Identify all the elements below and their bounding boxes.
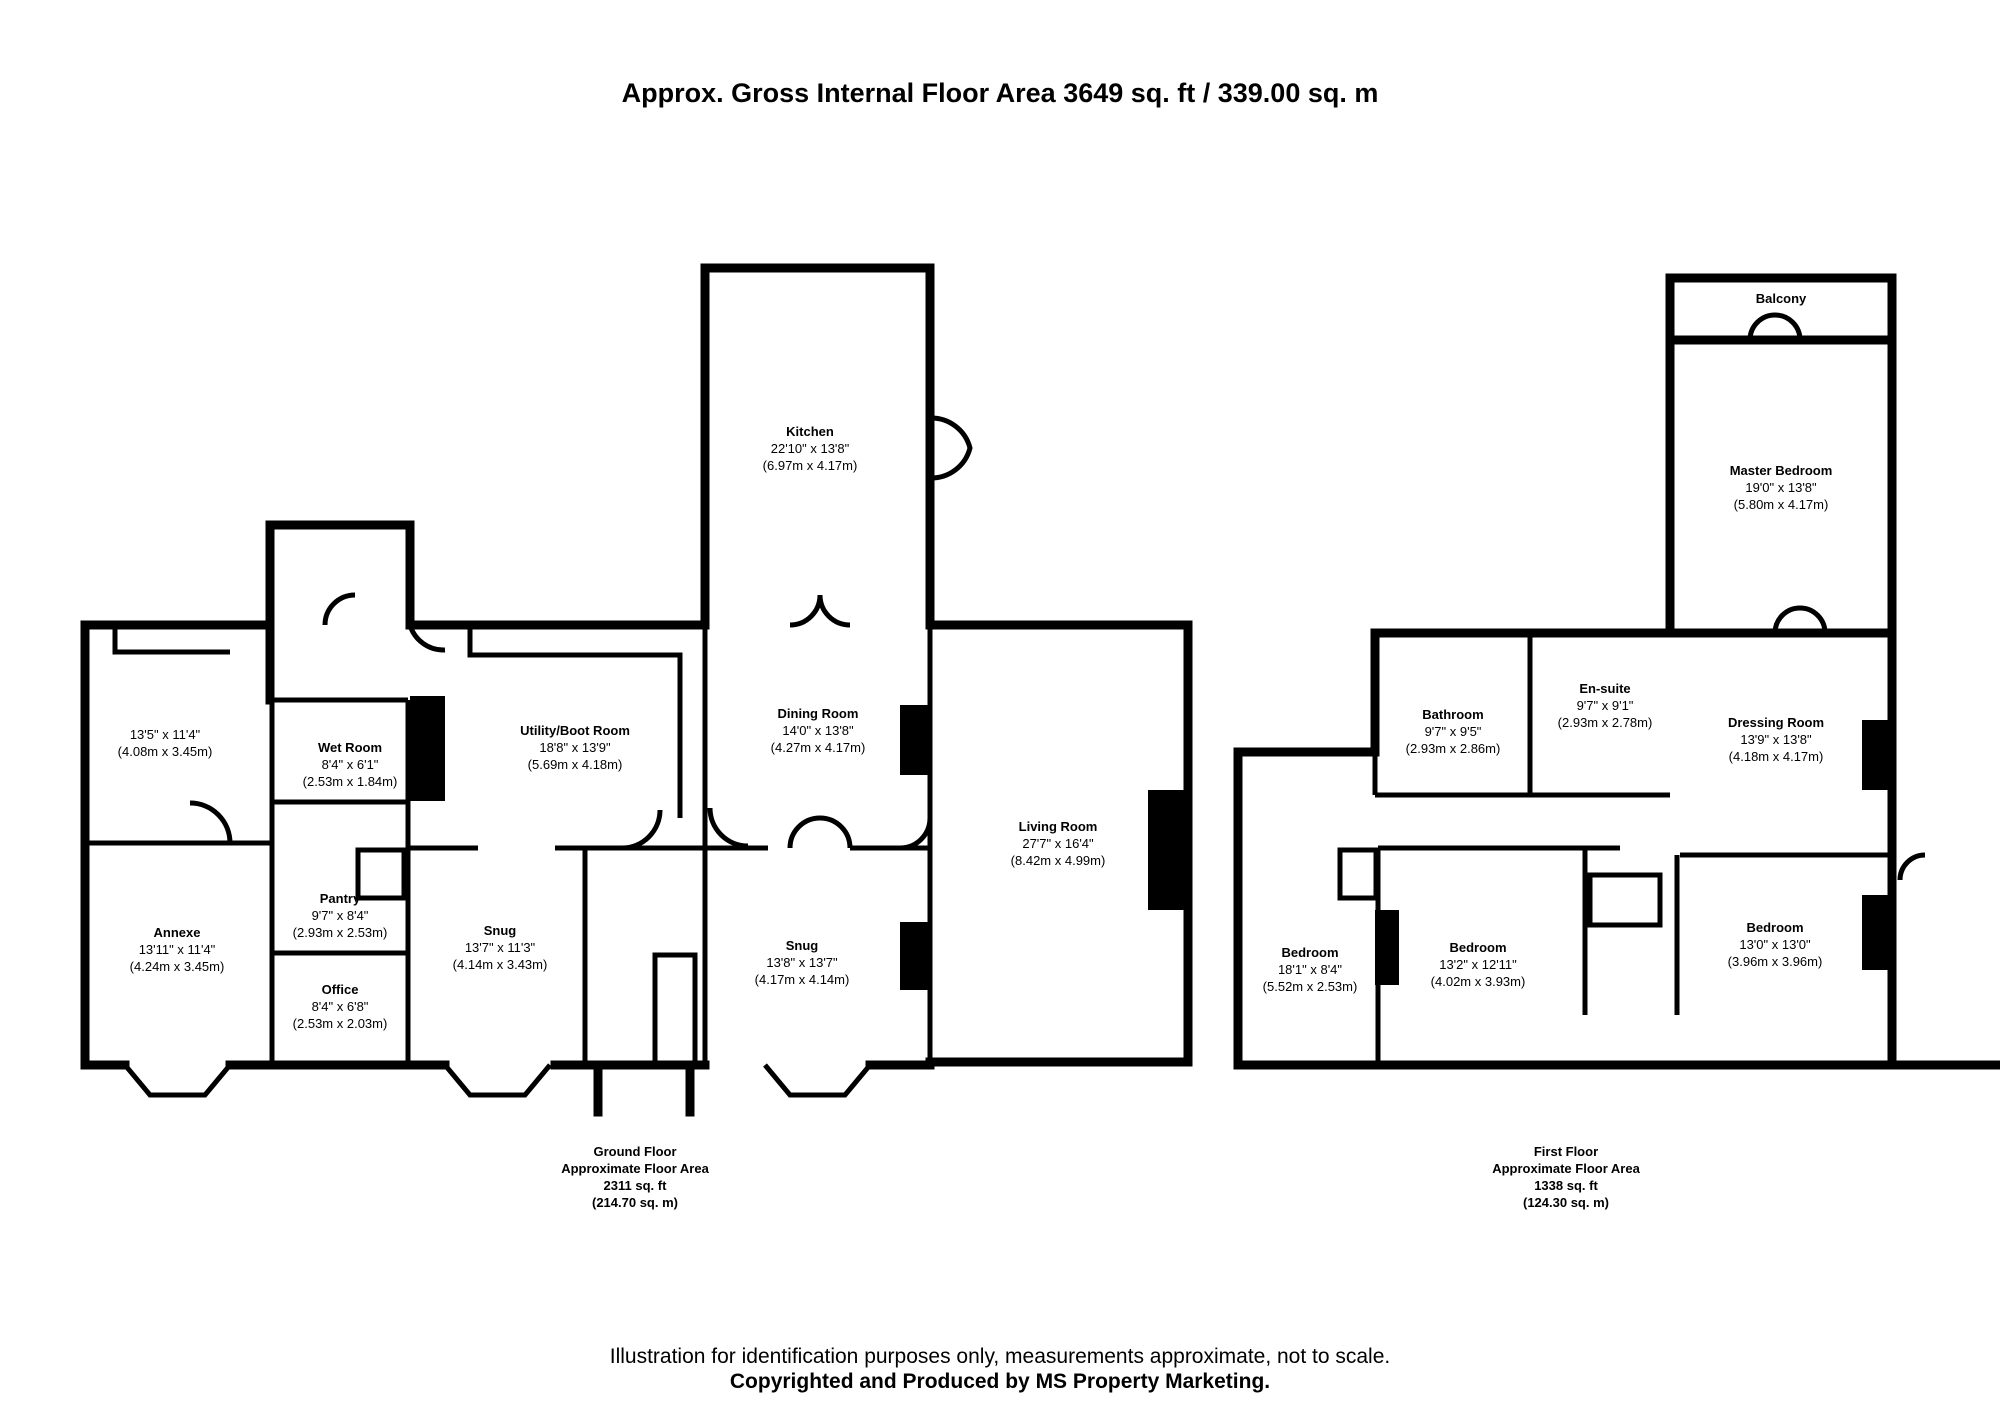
room-bedroom-3: Bedroom 13'0" x 13'0" (3.96m x 3.96m) (1728, 919, 1823, 970)
room-dim-imperial: 18'1" x 8'4" (1277, 962, 1343, 977)
room-dim-metric: (2.53m x 1.84m) (302, 774, 398, 789)
room-dim-imperial: 18'8" x 13'9" (539, 740, 611, 755)
room-master-bedroom: Master Bedroom 19'0" x 13'8" (5.80m x 4.… (1730, 462, 1833, 513)
room-dim-metric: (2.93m x 2.86m) (1405, 741, 1501, 756)
balcony-label: Balcony (1755, 291, 1807, 306)
room-dim-metric: (5.69m x 4.18m) (527, 757, 623, 772)
room-dim-metric: (4.24m x 3.45m) (129, 959, 225, 974)
room-dim-imperial: 9'7" x 9'1" (1576, 698, 1634, 713)
room-dim-imperial: 13'8" x 13'7" (766, 955, 838, 970)
room-ensuite: En-suite 9'7" x 9'1" (2.93m x 2.78m) (1558, 680, 1653, 731)
room-snug-2: Snug 13'8" x 13'7" (4.17m x 4.14m) (755, 937, 850, 988)
room-dressing: Dressing Room 13'9" x 13'8" (4.18m x 4.1… (1728, 714, 1824, 765)
room-name: Snug (483, 923, 517, 938)
room-pantry: Pantry 9'7" x 8'4" (2.93m x 2.53m) (293, 890, 388, 941)
gf-outer-wall-left (80, 620, 130, 1070)
room-name: Annexe (153, 925, 201, 940)
room-dim-metric: (4.18m x 4.17m) (1728, 749, 1824, 764)
room-dim-imperial: 13'5" x 11'4" (129, 727, 201, 742)
room-name: Dining Room (777, 706, 859, 721)
room-dim-imperial: 14'0" x 13'8" (782, 723, 854, 738)
gf-porch (265, 520, 415, 630)
room-dim-metric: (2.93m x 2.78m) (1557, 715, 1653, 730)
room-dim-metric: (4.27m x 4.17m) (770, 740, 866, 755)
room-wet-room: Wet Room 8'4" x 6'1" (2.53m x 1.84m) (303, 739, 398, 790)
room-name: Wet Room (317, 740, 383, 755)
room-annexe: Annexe 13'11" x 11'4" (4.24m x 3.45m) (130, 924, 225, 975)
ground-floor-line2: Approximate Floor Area (561, 1161, 709, 1176)
room-annexe-living: 13'5" x 11'4" (4.08m x 3.45m) (118, 726, 213, 760)
first-floor-line4: (124.30 sq. m) (1522, 1195, 1609, 1210)
gf-living-top (925, 620, 1193, 1067)
room-dim-metric: (8.42m x 4.99m) (1010, 853, 1106, 868)
room-dim-imperial: 19'0" x 13'8" (1745, 480, 1817, 495)
room-bedroom-2: Bedroom 13'2" x 12'11" (4.02m x 3.93m) (1431, 939, 1526, 990)
room-name: Utility/Boot Room (520, 723, 630, 738)
ground-floor-line3: 2311 sq. ft (603, 1178, 667, 1193)
room-dim-metric: (3.96m x 3.96m) (1727, 954, 1823, 969)
room-dim-imperial: 9'7" x 9'5" (1424, 724, 1482, 739)
room-living: Living Room 27'7" x 16'4" (8.42m x 4.99m… (1011, 818, 1106, 869)
room-dim-metric: (4.14m x 3.43m) (452, 957, 548, 972)
room-name: Snug (785, 938, 819, 953)
room-dim-imperial: 13'0" x 13'0" (1739, 937, 1811, 952)
room-dim-metric: (5.80m x 4.17m) (1733, 497, 1829, 512)
room-dim-imperial: 9'7" x 8'4" (311, 908, 369, 923)
room-dim-imperial: 13'2" x 12'11" (1439, 957, 1517, 972)
room-dining: Dining Room 14'0" x 13'8" (4.27m x 4.17m… (771, 705, 866, 756)
room-kitchen: Kitchen 22'10" x 13'8" (6.97m x 4.17m) (763, 423, 858, 474)
room-name: En-suite (1579, 681, 1631, 696)
room-dim-imperial: 13'11" x 11'4" (138, 942, 216, 957)
room-snug-1: Snug 13'7" x 11'3" (4.14m x 3.43m) (453, 922, 548, 973)
room-name: Pantry (319, 891, 361, 906)
room-name: Living Room (1018, 819, 1098, 834)
room-dim-imperial: 13'9" x 13'8" (1740, 732, 1812, 747)
disclaimer-footer: Illustration for identification purposes… (0, 1344, 2000, 1394)
room-dim-metric: (4.02m x 3.93m) (1430, 974, 1526, 989)
gf-kitchen-walls (700, 263, 935, 630)
room-dim-imperial: 13'7" x 11'3" (464, 940, 536, 955)
first-floor-line3: 1338 sq. ft (1534, 1178, 1598, 1193)
ground-floor-line1: Ground Floor (593, 1144, 677, 1159)
room-dim-metric: (5.52m x 2.53m) (1262, 979, 1358, 994)
disclaimer-line: Illustration for identification purposes… (609, 1345, 1391, 1368)
room-dim-imperial: 8'4" x 6'8" (311, 999, 369, 1014)
ground-floor-line4: (214.70 sq. m) (591, 1195, 678, 1210)
room-name: Bedroom (1449, 940, 1507, 955)
room-dim-metric: (4.08m x 3.45m) (117, 744, 213, 759)
room-utility: Utility/Boot Room 18'8" x 13'9" (5.69m x… (520, 722, 630, 773)
room-dim-metric: (2.53m x 2.03m) (292, 1016, 388, 1031)
room-office: Office 8'4" x 6'8" (2.53m x 2.03m) (293, 981, 388, 1032)
room-name: Master Bedroom (1729, 463, 1833, 478)
room-dim-imperial: 8'4" x 6'1" (321, 757, 379, 772)
floor-area-title: Approx. Gross Internal Floor Area 3649 s… (621, 78, 1379, 108)
ground-floor-area: Ground Floor Approximate Floor Area 2311… (561, 1143, 709, 1211)
room-dim-metric: (4.17m x 4.14m) (754, 972, 850, 987)
room-bathroom: Bathroom 9'7" x 9'5" (2.93m x 2.86m) (1406, 706, 1501, 757)
copyright-line: Copyrighted and Produced by MS Property … (729, 1370, 1271, 1393)
room-bedroom-1: Bedroom 18'1" x 8'4" (5.52m x 2.53m) (1263, 944, 1358, 995)
first-floor-line2: Approximate Floor Area (1492, 1161, 1640, 1176)
room-name: Bedroom (1746, 920, 1804, 935)
first-floor-line1: First Floor (1533, 1144, 1599, 1159)
room-dim-imperial: 27'7" x 16'4" (1022, 836, 1094, 851)
first-floor-area: First Floor Approximate Floor Area 1338 … (1492, 1143, 1640, 1211)
room-name: Bathroom (1422, 707, 1484, 722)
room-name: Bedroom (1281, 945, 1339, 960)
room-dim-imperial: 22'10" x 13'8" (770, 441, 850, 456)
room-dim-metric: (2.93m x 2.53m) (292, 925, 388, 940)
room-name: Kitchen (786, 424, 834, 439)
room-dim-metric: (6.97m x 4.17m) (762, 458, 858, 473)
room-name: Dressing Room (1727, 715, 1825, 730)
room-name: Office (321, 982, 359, 997)
